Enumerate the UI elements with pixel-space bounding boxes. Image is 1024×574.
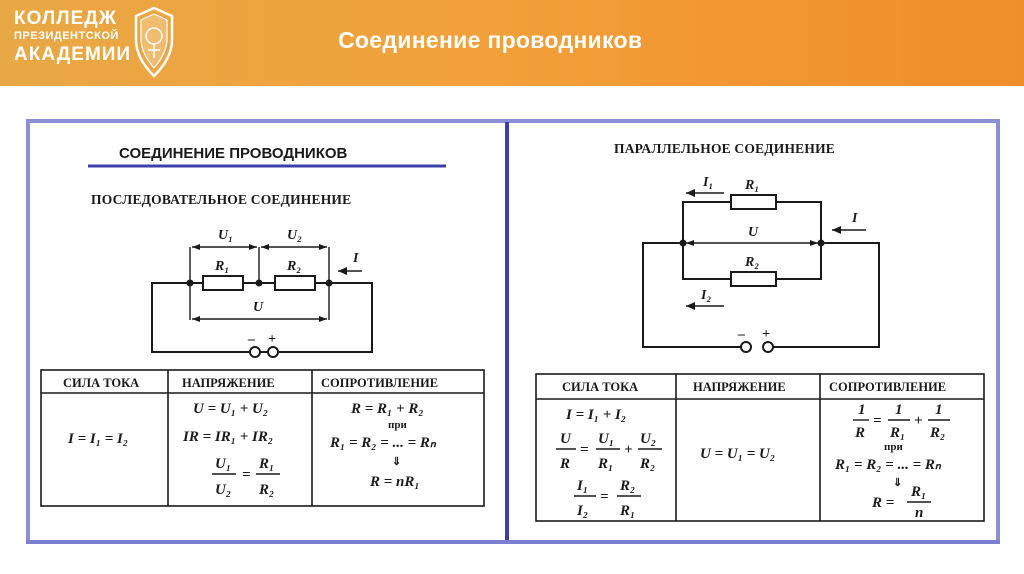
left-th-resistance: СОПРОТИВЛЕНИЕ xyxy=(321,376,438,390)
resistor-r2 xyxy=(274,275,316,291)
right-res-arrow: ⇓ xyxy=(893,477,902,489)
frac-r: R xyxy=(559,456,570,472)
frac-rb: R₁ xyxy=(889,425,905,441)
left-current-formula: I = I₁ = I₂ xyxy=(67,431,128,447)
svg-text:=: = xyxy=(242,467,251,483)
logo-line-3: АКАДЕМИИ xyxy=(14,44,132,65)
label-r1: R₁ xyxy=(214,259,229,274)
frac-ra: R xyxy=(854,425,865,441)
label-u1: U₁ xyxy=(218,228,233,243)
label-i1: I₁ xyxy=(702,175,713,190)
label-u2: U₂ xyxy=(287,228,302,243)
terminal-plus-parallel: + xyxy=(762,327,770,342)
frac-r1-p: R₁ xyxy=(597,456,613,472)
frac-r1: R₁ xyxy=(258,456,274,472)
academy-emblem-icon xyxy=(134,6,174,78)
right-voltage: U = U₁ = U₂ xyxy=(700,446,775,462)
frac-r2-b: R₂ xyxy=(619,478,635,494)
left-res-line1: R = R₁ + R₂ xyxy=(350,401,424,417)
label-i-parallel: I xyxy=(851,211,858,226)
left-th-voltage: НАПРЯЖЕНИЕ xyxy=(182,376,275,390)
label-i: I xyxy=(352,251,359,266)
svg-text:=: = xyxy=(873,413,882,429)
svg-text:=: = xyxy=(580,442,589,458)
frac-1b: 1 xyxy=(895,402,903,418)
left-res-pri: при xyxy=(388,419,407,431)
left-res-line5: R = nR₁ xyxy=(369,474,420,490)
frac-u: U xyxy=(560,431,572,447)
frac-r2-p: R₂ xyxy=(639,456,655,472)
logo-line-1: КОЛЛЕДЖ xyxy=(14,8,117,29)
right-th-voltage: НАПРЯЖЕНИЕ xyxy=(693,380,786,394)
label-u: U xyxy=(253,300,264,315)
right-res-lhs: R = xyxy=(871,495,894,511)
series-circuit: U₁ U₂ R₁ R₂ I U – + xyxy=(151,228,373,358)
frac-u2-p: U₂ xyxy=(640,431,656,447)
college-logo-text: КОЛЛЕДЖ ПРЕЗИДЕНТСКОЙ АКАДЕМИИ xyxy=(14,8,132,65)
label-r2: R₂ xyxy=(286,259,301,274)
parallel-circuit: R₁ R₂ U I₁ I₂ I – + xyxy=(642,175,880,353)
right-res-pri: при xyxy=(884,441,903,453)
left-heading: СОЕДИНЕНИЕ ПРОВОДНИКОВ xyxy=(119,145,348,162)
card-bottom-border xyxy=(26,540,1000,544)
page-title: Соединение проводников xyxy=(338,27,643,53)
right-res-num: R₁ xyxy=(910,484,926,500)
frac-u2: U₂ xyxy=(215,482,231,498)
right-th-resistance: СОПРОТИВЛЕНИЕ xyxy=(829,380,946,394)
frac-u1: U₁ xyxy=(215,456,231,472)
left-res-arrow: ⇓ xyxy=(392,456,401,468)
right-res-equal: R₁ = R₂ = ... = Rₙ xyxy=(834,457,942,473)
svg-text:=: = xyxy=(600,489,609,505)
right-res-den: n xyxy=(915,505,923,521)
logo-line-2: ПРЕЗИДЕНТСКОЙ xyxy=(14,30,119,42)
resistor-r1-parallel xyxy=(730,194,777,210)
svg-text:+: + xyxy=(914,413,923,429)
frac-r1-b: R₁ xyxy=(619,503,635,519)
frac-u1-p: U₁ xyxy=(598,431,614,447)
terminal-minus: – xyxy=(247,332,255,347)
frac-1a: 1 xyxy=(858,402,866,418)
content-card xyxy=(26,119,1000,544)
resistor-r1 xyxy=(202,275,244,291)
header-banner: КОЛЛЕДЖ ПРЕЗИДЕНТСКОЙ АКАДЕМИИ Соединени… xyxy=(0,0,1024,86)
frac-rc: R₂ xyxy=(929,425,945,441)
left-res-line3: R₁ = R₂ = ... = Rₙ xyxy=(329,435,437,451)
left-voltage-line1: U = U₁ + U₂ xyxy=(193,401,268,417)
panel-divider xyxy=(505,122,509,542)
left-voltage-line2: IR = IR₁ + IR₂ xyxy=(182,429,273,445)
series-table: СИЛА ТОКА НАПРЯЖЕНИЕ СОПРОТИВЛЕНИЕ I = I… xyxy=(40,369,485,507)
label-u-parallel: U xyxy=(748,225,759,240)
parallel-table: СИЛА ТОКА НАПРЯЖЕНИЕ СОПРОТИВЛЕНИЕ I = I… xyxy=(535,373,985,522)
label-r1-parallel: R₁ xyxy=(744,178,759,193)
label-r2-parallel: R₂ xyxy=(744,255,759,270)
terminal-minus-parallel: – xyxy=(737,327,745,342)
frac-r2: R₂ xyxy=(258,482,274,498)
right-heading: ПАРАЛЛЕЛЬНОЕ СОЕДИНЕНИЕ xyxy=(614,141,835,156)
frac-i1: I₁ xyxy=(576,478,588,494)
label-i2: I₂ xyxy=(700,288,711,303)
resistor-r2-parallel xyxy=(730,271,777,287)
right-current-line: I = I₁ + I₂ xyxy=(565,407,626,423)
frac-1c: 1 xyxy=(935,402,943,418)
svg-text:+: + xyxy=(624,442,633,458)
terminal-plus: + xyxy=(268,332,276,347)
left-th-current: СИЛА ТОКА xyxy=(63,376,139,390)
right-th-current: СИЛА ТОКА xyxy=(562,380,638,394)
frac-i2: I₂ xyxy=(576,503,588,519)
left-subheading: ПОСЛЕДОВАТЕЛЬНОЕ СОЕДИНЕНИЕ xyxy=(91,192,351,207)
